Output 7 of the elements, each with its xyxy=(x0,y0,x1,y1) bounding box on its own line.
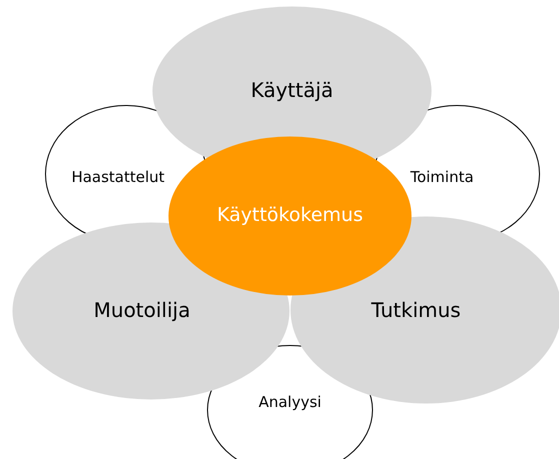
ellipse-label: Analyysi xyxy=(258,393,322,411)
ellipse-label: Käyttäjä xyxy=(250,78,334,102)
ellipse-label: Käyttökokemus xyxy=(217,204,363,226)
ellipse-label: Haastattelut xyxy=(71,168,165,186)
ellipse-label: Tutkimus xyxy=(371,298,461,322)
ellipse-label: Muotoilija xyxy=(94,298,190,322)
ellipse-label: Toiminta xyxy=(410,168,474,186)
